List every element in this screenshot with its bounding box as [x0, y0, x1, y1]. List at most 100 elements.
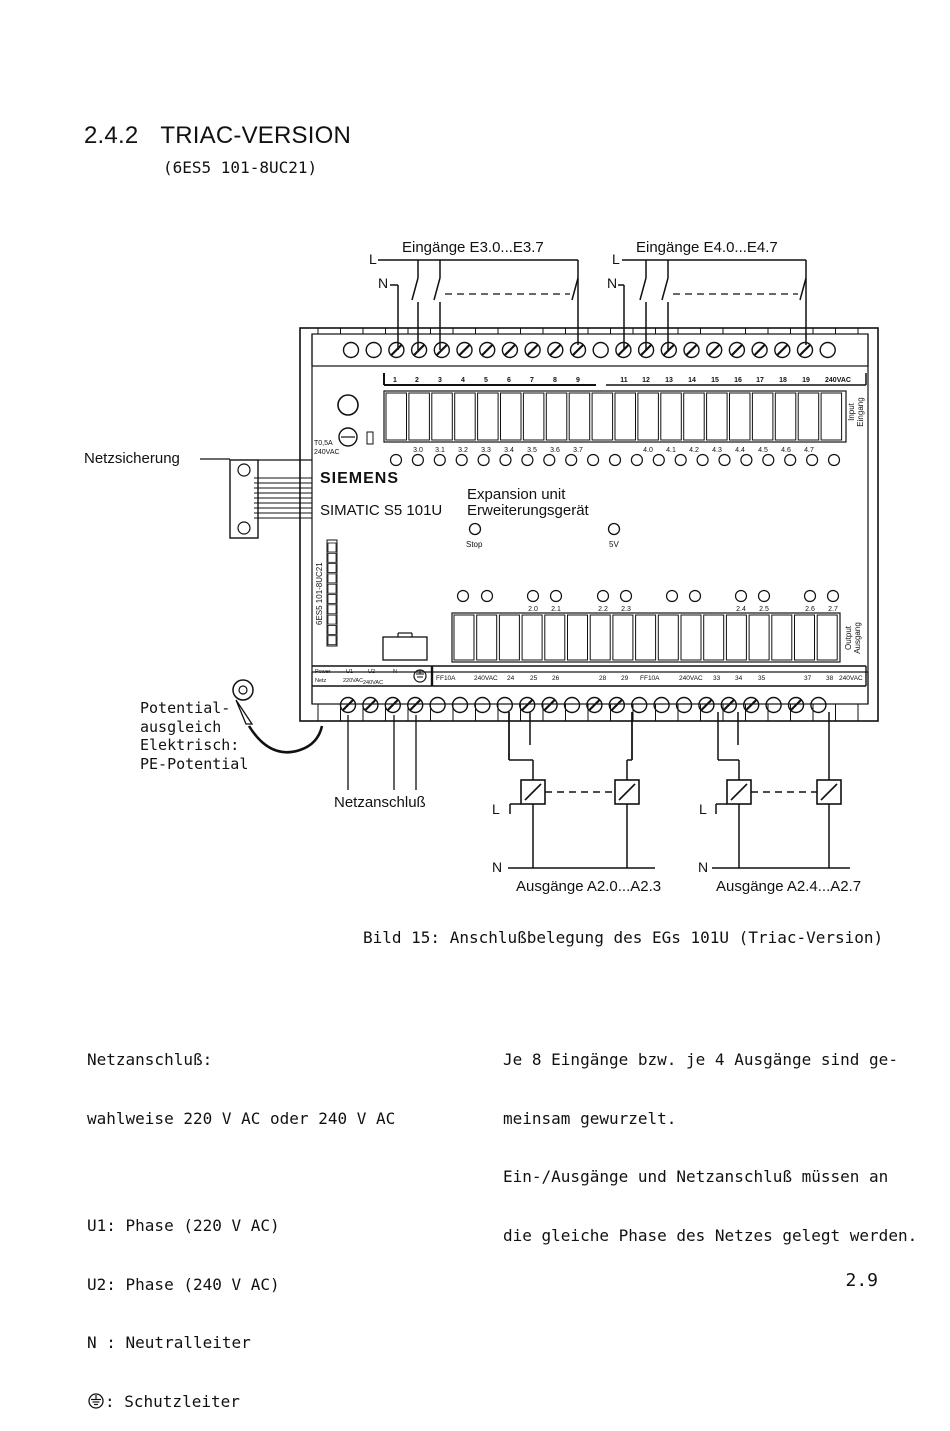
top-terminal-18 [728, 341, 746, 359]
top-terminal-13-slot [617, 344, 630, 356]
output-led-window-9 [635, 614, 657, 661]
fuse-holder [338, 427, 358, 447]
output-led-window-5 [544, 614, 566, 661]
io-note-4: die gleiche Phase des Netzes gelegt werd… [503, 1225, 918, 1245]
input-led-window-16 [729, 392, 751, 441]
mode-switch [337, 394, 359, 416]
terminal-number-17: 17 [756, 377, 764, 384]
earth-icon [88, 1392, 104, 1409]
output-address-2.5: 2.5 [759, 606, 769, 613]
fuse-voltage: 240VAC [314, 449, 340, 456]
input-led-window-1 [385, 392, 407, 441]
output-status-led-4 [549, 589, 563, 603]
output-status-led-9 [734, 589, 748, 603]
terminal-number-5: 5 [484, 377, 488, 384]
top-terminal-16-slot [685, 344, 698, 356]
power-option: wahlweise 220 V AC oder 240 V AC [87, 1108, 396, 1128]
5v-label: 5V [609, 540, 619, 549]
output-led-window-3 [498, 614, 520, 661]
outputs-left-label: Ausgänge A2.0...A2.3 [516, 878, 661, 895]
input-address-3.7: 3.7 [573, 447, 583, 454]
input-status-led-10 [586, 453, 600, 467]
output-led-window-2 [476, 614, 498, 661]
bottom-label-12: 26 [552, 675, 560, 682]
relay-a24-diagonal [730, 783, 748, 801]
input-led-window-10 [591, 392, 614, 441]
top-terminal-6 [456, 341, 473, 359]
input-status-led-19 [784, 453, 797, 467]
output-address-2.1: 2.1 [551, 606, 561, 613]
top-screw-terminals [342, 341, 836, 359]
input-address-4.0: 4.0 [643, 447, 653, 454]
pe-note-text: : Schutzleiter [105, 1391, 240, 1411]
input-status-led-14 [674, 453, 687, 467]
input-led-window-15 [706, 392, 728, 441]
input-status-led-12 [630, 453, 644, 467]
left-L-label: L [369, 251, 377, 267]
bottom-terminal-1 [339, 696, 357, 714]
output-address-2.6: 2.6 [805, 606, 815, 613]
output-side-label: Output [844, 625, 853, 650]
bottom-terminal-19 [743, 696, 760, 714]
out-right-L: L [699, 801, 707, 817]
bottom-terminal-16 [675, 696, 693, 714]
top-terminal-3-slot [390, 344, 403, 356]
input-led-window-7 [522, 392, 545, 441]
bottom-terminal-5 [429, 696, 446, 714]
input-led-window-4 [454, 392, 476, 441]
input-led-window-17 [751, 392, 774, 441]
input-status-led-11 [608, 453, 622, 467]
output-led-window-8 [612, 614, 634, 661]
output-led-window-13 [725, 614, 747, 661]
bottom-terminal-17-slot [700, 699, 713, 711]
input-led-block [383, 390, 847, 443]
right-L-label: L [612, 251, 620, 267]
bottom-terminal-3-slot [387, 699, 399, 711]
terminal-number-240vac: 240VAC [825, 377, 851, 384]
output-led-window-4 [521, 614, 543, 661]
bottom-label-7: 240VAC [363, 680, 383, 686]
bottom-terminal-6 [451, 696, 469, 714]
input-led-window-8 [545, 392, 568, 441]
output-led-block [451, 612, 841, 663]
terminal-number-9: 9 [576, 377, 580, 384]
input-address-3.4: 3.4 [504, 447, 514, 454]
inputs-right-label: Eingänge E4.0...E4.7 [636, 239, 778, 256]
right-N-label: N [607, 275, 617, 291]
inputs-left-label: Eingänge E3.0...E3.7 [402, 239, 544, 256]
bottom-label-10: 24 [507, 675, 515, 682]
input-address-3.3: 3.3 [481, 447, 491, 454]
input-status-led-8 [543, 453, 556, 467]
device-housing [299, 327, 879, 722]
bottom-terminal-8 [496, 696, 513, 714]
potential-line1: Potential- [140, 699, 230, 717]
bottom-terminal-12-slot [588, 699, 601, 711]
top-terminal-7-slot [481, 344, 493, 356]
dip-switch-8 [327, 614, 337, 625]
input-status-led-1 [389, 453, 403, 467]
output-status-led-10 [757, 589, 771, 603]
relay-a23-diagonal [618, 783, 636, 801]
terminal-number-11: 11 [620, 377, 628, 384]
top-terminal-21 [796, 341, 814, 359]
expansion-label-en: Expansion unit [467, 486, 566, 503]
input-status-led-7 [521, 453, 534, 467]
input-status-led-6 [499, 453, 512, 467]
fuse-cartridge [229, 459, 259, 539]
top-terminal-4 [410, 341, 428, 359]
terminal-number-7: 7 [530, 377, 534, 384]
output-status-led-3 [526, 589, 540, 603]
pe-note: : Schutzleiter [87, 1392, 395, 1412]
outputs-right-label: Ausgänge A2.4...A2.7 [716, 878, 861, 895]
bottom-label-14: 29 [621, 675, 629, 682]
bottom-label-1: Power [315, 669, 331, 675]
dip-switch-7 [327, 604, 337, 615]
bottom-label-20: 37 [804, 675, 812, 682]
bottom-label-15: FF10A [640, 675, 660, 682]
power-title: Netzanschluß: [87, 1050, 213, 1069]
io-note-1: Je 8 Eingänge bzw. je 4 Ausgänge sind ge… [503, 1050, 898, 1069]
stop-led [468, 522, 482, 536]
netzanschluss-label: Netzanschluß [334, 794, 426, 811]
terminal-number-15: 15 [711, 377, 719, 384]
top-terminal-3 [388, 341, 405, 359]
